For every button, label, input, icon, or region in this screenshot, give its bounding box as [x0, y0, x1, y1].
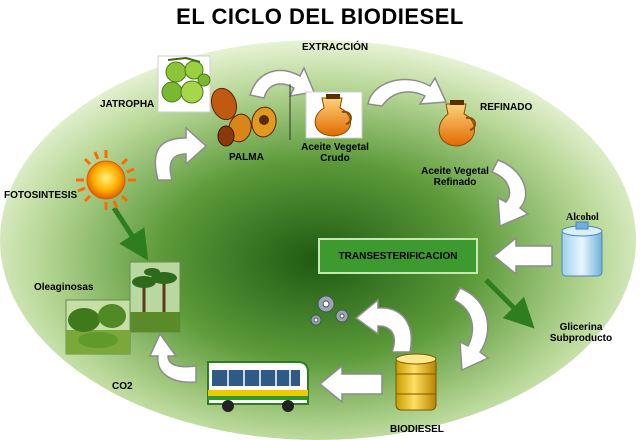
- palm-fruit-icon: [210, 87, 277, 147]
- label-aceite-crudo-line2: Crudo: [320, 153, 350, 164]
- oilseed-field-icon: [65, 299, 131, 355]
- transesterificacion-box: TRANSESTERIFICACION: [318, 238, 478, 274]
- label-glicerina-line2: Subproducto: [549, 333, 613, 344]
- label-extraccion: EXTRACCIÓN: [302, 42, 369, 53]
- label-co2: CO2: [112, 381, 133, 392]
- jatropha-fruit-icon: [157, 55, 211, 113]
- sun-icon: [76, 150, 136, 210]
- refined-oil-jug-icon: [438, 100, 476, 147]
- label-glicerina-line1: Glicerina: [559, 322, 603, 333]
- alcohol-tank-icon: [561, 221, 603, 277]
- arrow-refinado-down: [490, 159, 530, 228]
- arrow-jatropha-to-palma: [154, 126, 208, 181]
- green-arrow-glicerina: [484, 278, 535, 329]
- label-palma: PALMA: [229, 152, 264, 163]
- biodiesel-barrel-icon: [395, 353, 437, 411]
- arrow-bus-to-co2: [148, 332, 197, 383]
- arrow-biodiesel-to-gears: [354, 298, 412, 353]
- gears-icon: [310, 295, 349, 326]
- arrow-alcohol-to-trans: [492, 236, 553, 276]
- palm-plantation-icon: [129, 261, 181, 333]
- label-refinado: REFINADO: [480, 102, 533, 113]
- transesterificacion-label: TRANSESTERIFICACION: [338, 251, 458, 262]
- arrow-biodiesel-to-bus: [318, 364, 383, 404]
- label-glicerina: Glicerina Subproducto: [536, 322, 626, 344]
- label-jatropha: JATROPHA: [100, 99, 155, 110]
- label-aceite-refinado-line2: Refinado: [433, 177, 477, 188]
- crude-oil-jug-icon: [305, 91, 363, 139]
- label-aceite-refinado: Aceite Vegetal Refinado: [410, 166, 500, 188]
- label-fotosintesis: FOTOSINTESIS: [4, 190, 78, 201]
- diagram-title: EL CICLO DEL BIODIESEL: [176, 4, 464, 29]
- green-arrow-sun-to-plants: [111, 206, 149, 261]
- label-aceite-crudo: Aceite Vegetal Crudo: [290, 142, 380, 164]
- label-aceite-refinado-line1: Aceite Vegetal: [421, 166, 489, 177]
- label-alcohol: Alcohol: [566, 212, 599, 223]
- bus-icon: [207, 361, 309, 412]
- arrow-extraccion-to-refinado: [367, 76, 448, 107]
- label-oleaginosas: Oleaginosas: [34, 282, 94, 293]
- label-aceite-crudo-line1: Aceite Vegetal: [301, 142, 369, 153]
- arrow-trans-to-biodiesel: [452, 287, 490, 372]
- label-biodiesel: BIODIESEL: [390, 424, 444, 435]
